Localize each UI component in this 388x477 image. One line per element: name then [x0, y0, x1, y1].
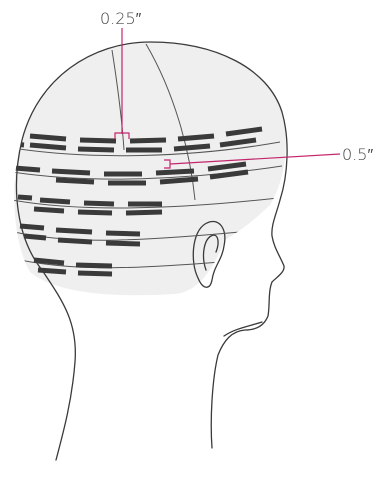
- jaw-line: [224, 322, 262, 336]
- wig-cap-fill: [14, 42, 286, 295]
- clip-gap-label: 0.25″: [100, 9, 142, 28]
- neck-back-outline: [42, 270, 75, 460]
- row-gap-label: 0.5″: [342, 145, 373, 164]
